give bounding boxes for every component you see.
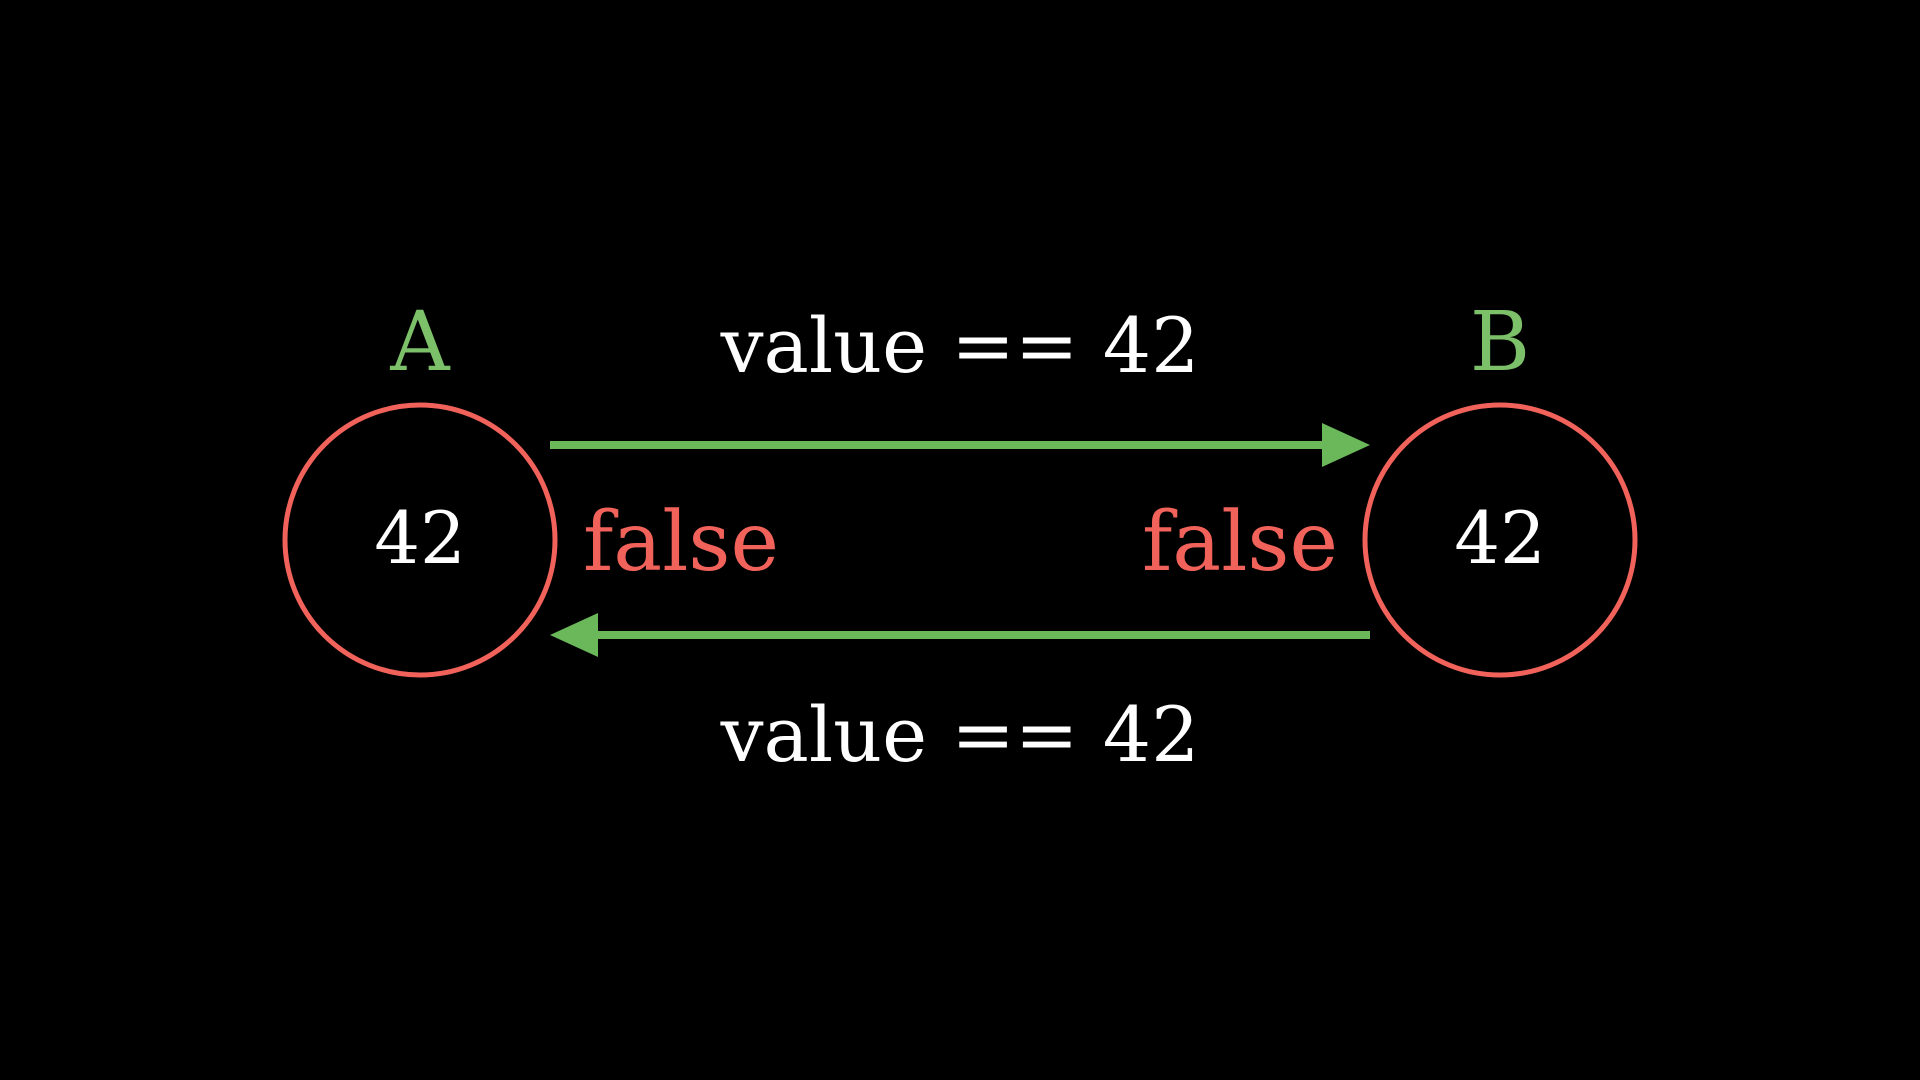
- node-b-circle: [1362, 402, 1638, 678]
- result-at-b: false: [1141, 495, 1339, 590]
- arrow-a-to-b-head: [1322, 423, 1370, 467]
- node-a-circle: [282, 402, 558, 678]
- edge-a-to-b-label: value == 42: [720, 301, 1200, 390]
- node-b-value: 42: [1454, 496, 1546, 580]
- node-a-value: 42: [374, 496, 466, 580]
- arrow-b-to-a-head: [550, 613, 598, 657]
- edge-b-to-a-label: value == 42: [720, 690, 1200, 779]
- node-b-name: B: [1469, 295, 1531, 390]
- result-at-a: false: [582, 495, 780, 590]
- node-a-name: A: [390, 295, 450, 390]
